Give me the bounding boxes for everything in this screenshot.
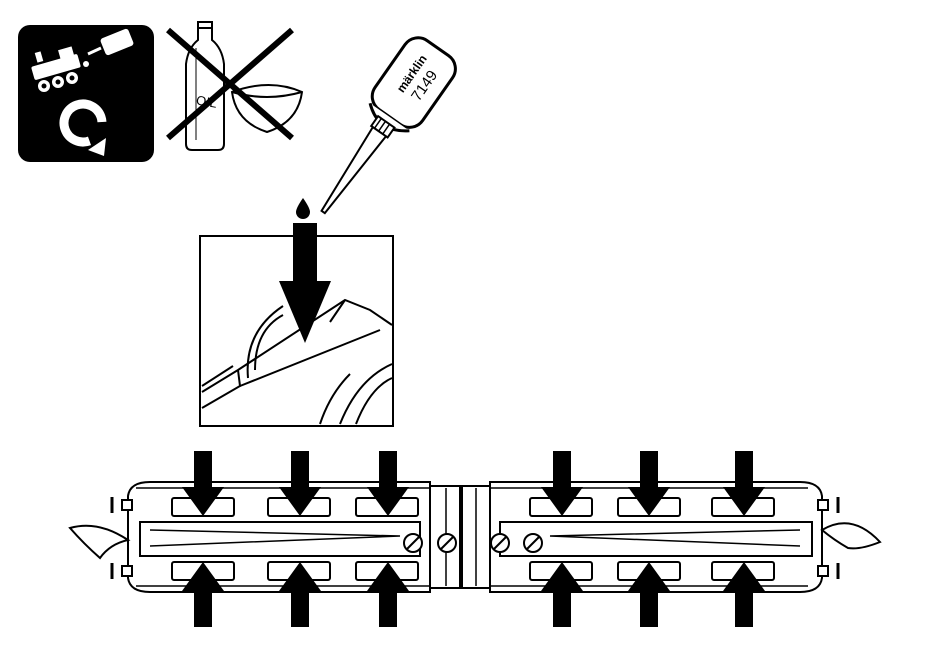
oil-drop-icon: [296, 198, 310, 219]
detail-box: [200, 223, 393, 426]
coupler-left: [70, 526, 128, 558]
coupler-right: [822, 523, 880, 548]
no-oil-crossed-icon: OIL: [168, 22, 302, 150]
maintenance-icon: [18, 25, 154, 162]
oil-bottle-icon: märklin 7149: [299, 32, 461, 229]
